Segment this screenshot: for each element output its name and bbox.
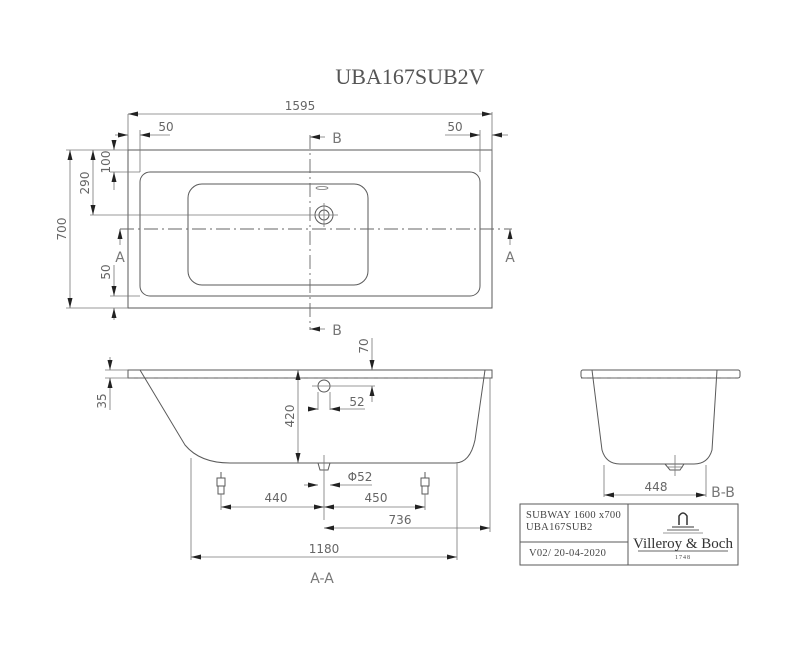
leg-left-icon <box>216 472 226 495</box>
section-b-marker-bottom: B <box>332 323 342 339</box>
villeroy-boch-logo-icon <box>663 512 703 534</box>
plan-view: 1595 50 50 700 100 290 50 A A <box>55 99 515 339</box>
title-block: SUBWAY 1600 x700 UBA167SUB2 V02/ 20-04-2… <box>519 503 739 566</box>
overflow-slot-icon <box>315 186 329 190</box>
dim-bottom-length: 1180 <box>309 542 340 556</box>
dim-rim-top: 100 <box>99 151 113 174</box>
brand-name: Villeroy & Boch <box>633 536 733 552</box>
dim-leg-right: 450 <box>365 491 388 505</box>
brand-year: 1748 <box>675 555 691 561</box>
tub-basin <box>187 183 369 286</box>
dim-leg-left: 440 <box>265 491 288 505</box>
dim-overall-length: 1595 <box>285 99 316 113</box>
title-block-version-date: V02/ 20-04-2020 <box>529 548 606 559</box>
section-a-marker-left: A <box>115 250 125 266</box>
section-b-b-label: B-B <box>711 485 735 501</box>
section-a-marker-right: A <box>505 250 515 266</box>
drawing-title: UBA167SUB2V <box>335 64 484 89</box>
section-a-a-label: A-A <box>310 571 334 587</box>
dim-drain-diameter: Φ52 <box>348 470 373 484</box>
dim-rim-height: 35 <box>95 393 109 408</box>
title-block-product-code: UBA167SUB2 <box>526 522 593 533</box>
dim-rim-left: 50 <box>158 120 173 134</box>
title-block-product-line: SUBWAY 1600 x700 <box>526 510 621 521</box>
dim-overflow-offset: 70 <box>357 338 371 353</box>
dim-drain-offset: 290 <box>78 172 92 195</box>
drain-icon <box>312 203 338 227</box>
dim-bottom-width: 448 <box>645 480 668 494</box>
dim-overall-width: 700 <box>55 218 69 241</box>
section-b-marker-top: B <box>332 131 342 147</box>
tub-cross-section-profile <box>591 369 718 465</box>
leg-right-icon <box>420 472 430 495</box>
dim-drain-to-end: 736 <box>389 513 412 527</box>
section-b-b-view: 448 B-B <box>580 369 741 501</box>
dim-depth: 420 <box>283 405 297 428</box>
dim-rim-bottom: 50 <box>99 264 113 279</box>
dim-overflow-diameter: 52 <box>349 395 364 409</box>
tub-body-profile <box>139 369 486 464</box>
section-a-a-view: 35 420 70 52 Φ52 440 450 736 1180 A-A <box>95 338 493 587</box>
dim-rim-right: 50 <box>447 120 462 134</box>
